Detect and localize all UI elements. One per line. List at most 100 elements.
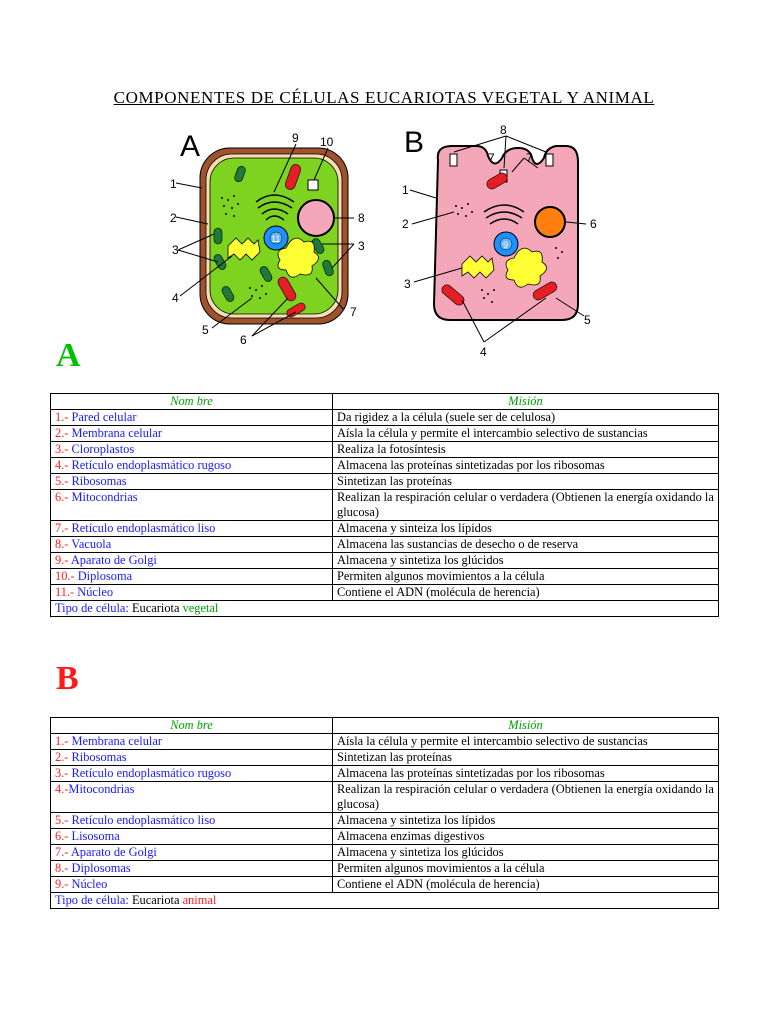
- table-header-row: Nom bre Misión: [50, 393, 719, 410]
- golgi-apparatus: [255, 194, 295, 221]
- label-a-7: 7: [350, 305, 357, 319]
- row-name: 11.- Núcleo: [50, 584, 333, 601]
- diplosome: [545, 153, 554, 167]
- table-header-row: Nom bre Misión: [50, 717, 719, 734]
- table-row: 1.- Pared celular Da rigidez a la célula …: [50, 409, 719, 426]
- row-name: 7.- Aparato de Golgi: [50, 844, 333, 861]
- figure-letter-a: A: [180, 130, 200, 163]
- row-mission: Realizan la respiración celular o verdad…: [332, 489, 719, 521]
- smooth-er: [277, 237, 319, 278]
- row-mission: Aísla la célula y permite el intercambio…: [332, 425, 719, 442]
- label-b-1: 1: [402, 183, 409, 197]
- chloroplast: [213, 227, 223, 245]
- row-mission: Da rigidez a la célula (suele ser de cel…: [332, 409, 719, 426]
- row-name: 1.- Membrana celular: [50, 733, 333, 750]
- row-number: 4.-: [55, 782, 69, 796]
- row-mission: Almacena y sintetiza los glúcidos: [332, 552, 719, 569]
- section-letter-a: A: [56, 337, 81, 374]
- mitochondrion: [486, 172, 508, 190]
- row-mission: Realiza la fotosíntesis: [332, 441, 719, 458]
- label-a-3b: 3: [358, 239, 365, 253]
- chloroplast: [259, 266, 273, 282]
- row-name-text: Membrana celular: [68, 426, 162, 440]
- cell-type-label: Tipo de célula:: [55, 893, 129, 907]
- section-letter-b: B: [56, 660, 79, 697]
- figure-letter-b: B: [404, 126, 424, 159]
- cell-type-kind: vegetal: [182, 601, 219, 615]
- row-name-text: Ribosomas: [68, 474, 127, 488]
- vacuole: [297, 199, 335, 237]
- row-name: 4.-Mitocondrias: [50, 781, 333, 813]
- row-number: 1.-: [55, 410, 69, 424]
- row-number: 9.-: [55, 553, 69, 567]
- label-b-4: 4: [480, 345, 487, 358]
- chloroplast: [221, 286, 235, 302]
- row-number: 7.-: [55, 845, 69, 859]
- rough-er: [461, 255, 495, 279]
- row-mission: Almacena y sintetiza los glúcidos: [332, 844, 719, 861]
- header-name: Nom bre: [50, 393, 333, 410]
- row-name-text: Membrana celular: [68, 734, 162, 748]
- label-b-9-in-nucleus: 9: [503, 240, 508, 250]
- golgi-apparatus: [483, 204, 525, 225]
- page-title: COMPONENTES DE CÉLULAS EUCARIOTAS VEGETA…: [113, 88, 655, 107]
- row-name: 10.- Diplosoma: [50, 568, 333, 585]
- label-b-5: 5: [584, 313, 591, 327]
- label-a-5: 5: [202, 323, 209, 337]
- chloroplast: [234, 165, 246, 183]
- row-mission: Almacena y sinteiza los lípidos: [332, 520, 719, 537]
- label-a-2: 2: [170, 211, 177, 225]
- row-mission: Almacena y sintetiza los lípidos: [332, 812, 719, 829]
- label-a-1: 1: [170, 177, 177, 191]
- label-a-9: 9: [292, 131, 299, 145]
- row-mission: Permiten algunos movimientos a la célula: [332, 568, 719, 585]
- mitochondrion: [286, 302, 306, 318]
- cell-type-value: Eucariota: [128, 893, 183, 907]
- row-name: 5.- Ribosomas: [50, 473, 333, 490]
- row-name: 6.- Lisosoma: [50, 828, 333, 845]
- row-number: 8.-: [55, 861, 69, 875]
- row-number: 3.-: [55, 766, 69, 780]
- cell-type-label: Tipo de célula:: [55, 601, 129, 615]
- row-number: 5.-: [55, 813, 69, 827]
- row-name-text: Pared celular: [68, 410, 137, 424]
- row-mission: Almacena las proteínas sintetizadas por …: [332, 457, 719, 474]
- label-a-11: 11: [271, 234, 280, 244]
- label-a-6: 6: [240, 333, 247, 347]
- label-a-8: 8: [358, 211, 365, 225]
- diplosome: [449, 153, 458, 167]
- cell-type: Tipo de célula: Eucariota vegetal: [50, 600, 719, 617]
- mitochondrion: [532, 281, 558, 301]
- row-name: 6.- Mitocondrias: [50, 489, 333, 521]
- row-mission: Realizan la respiración celular o verdad…: [332, 781, 719, 813]
- mitochondrion: [277, 276, 297, 302]
- row-name: 3.- Cloroplastos: [50, 441, 333, 458]
- row-name: 3.- Retículo endoplasmático rugoso: [50, 765, 333, 782]
- cell-type-kind: animal: [182, 893, 217, 907]
- row-mission: Almacena enzimas digestivos: [332, 828, 719, 845]
- row-name-text: Vacuola: [68, 537, 112, 551]
- row-number: 1.-: [55, 734, 69, 748]
- row-mission: Contiene el ADN (molécula de herencia): [332, 584, 719, 601]
- row-name-text: Lisosoma: [68, 829, 120, 843]
- row-number: 4.-: [55, 458, 69, 472]
- header-mission: Misión: [332, 717, 719, 734]
- row-name-text: Aparato de Golgi: [68, 845, 157, 859]
- label-b-2: 2: [402, 217, 409, 231]
- row-mission: Permiten algunos movimientos a la célula: [332, 860, 719, 877]
